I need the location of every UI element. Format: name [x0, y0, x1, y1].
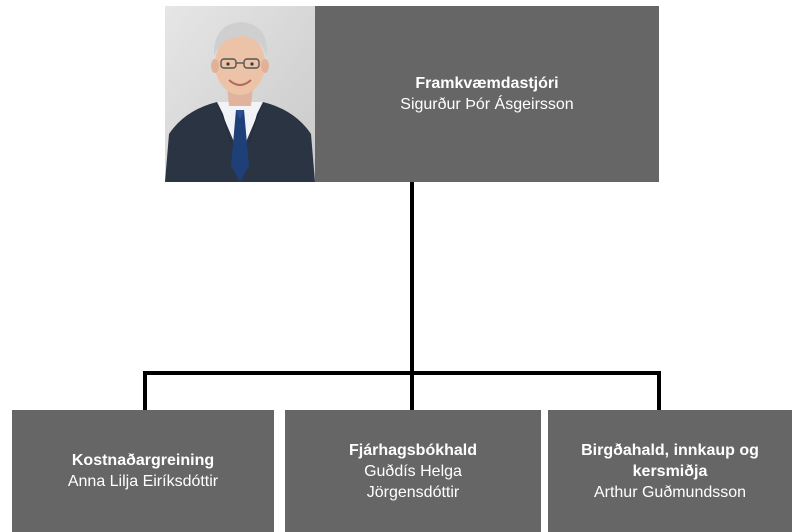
ceo-box: Framkvæmdastjóri Sigurður Þór Ásgeirsson [315, 6, 659, 182]
department-box-cost-analysis: Kostnaðargreining Anna Lilja Eiríksdótti… [12, 410, 274, 532]
ceo-name: Sigurður Þór Ásgeirsson [400, 96, 574, 113]
department-title: Birgðahald, innkaup og kersmiðja [581, 441, 759, 480]
department-head-name: Anna Lilja Eiríksdóttir [67, 473, 219, 490]
ceo-portrait-photo [165, 6, 315, 182]
department-title: Fjárhagsbókhald [348, 441, 478, 459]
department-title: Kostnaðargreining [71, 452, 215, 469]
department-head-name: Guðdís Helga Jörgensdóttir [364, 462, 462, 501]
department-box-inventory-purchasing: Birgðahald, innkaup og kersmiðja Arthur … [548, 410, 792, 532]
department-box-financial-accounting: Fjárhagsbókhald Guðdís Helga Jörgensdótt… [285, 410, 541, 532]
ceo-title: Framkvæmdastjóri [415, 75, 559, 92]
department-head-name: Arthur Guðmundsson [593, 483, 747, 501]
